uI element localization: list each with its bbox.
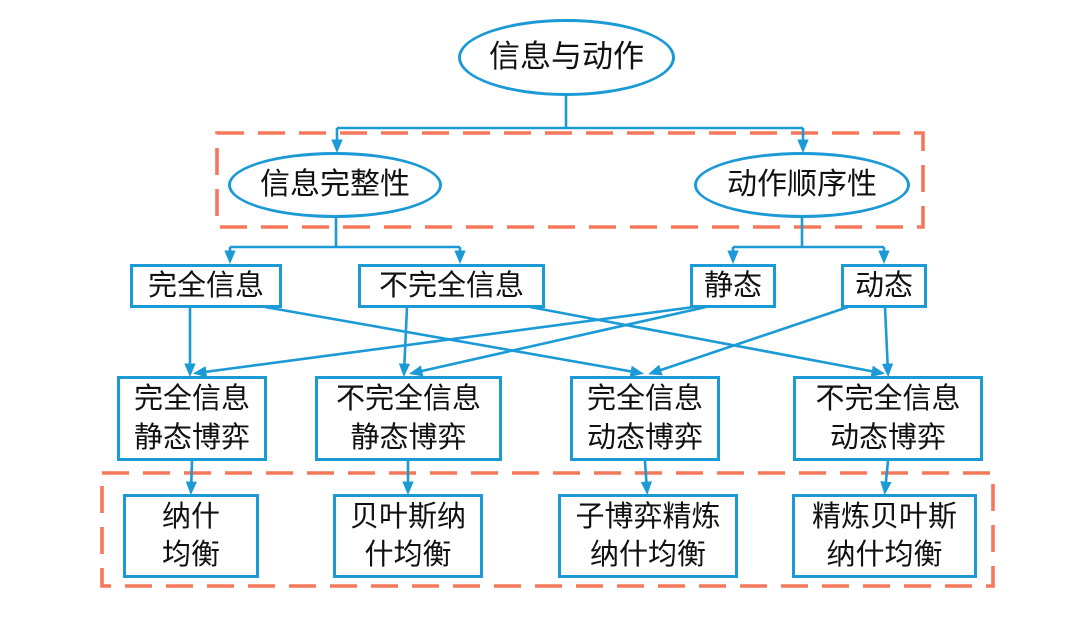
node-bayesian-nash-equilibrium: 贝叶斯纳 什均衡	[333, 494, 483, 578]
node-dynamic: 动态	[841, 264, 927, 308]
node-information-completeness: 信息完整性	[228, 152, 442, 218]
node-incomplete-info-static-game: 不完全信息 静态博弈	[315, 376, 502, 461]
node-complete-information: 完全信息	[130, 264, 282, 308]
node-root-information-and-action: 信息与动作	[458, 19, 675, 96]
node-subgame-perfect-nash-equilibrium: 子博弈精炼 纳什均衡	[558, 494, 738, 578]
node-incomplete-info-dynamic-game: 不完全信息 动态博弈	[793, 376, 983, 461]
node-nash-equilibrium: 纳什 均衡	[123, 494, 259, 578]
node-static: 静态	[690, 264, 776, 308]
equilibrium-group-dashed-box	[100, 471, 995, 588]
node-complete-info-dynamic-game: 完全信息 动态博弈	[570, 376, 720, 461]
node-incomplete-information: 不完全信息	[358, 264, 545, 308]
node-complete-info-static-game: 完全信息 静态博弈	[117, 376, 267, 461]
node-action-order: 动作顺序性	[694, 152, 910, 218]
node-perfect-bayesian-nash-equilibrium: 精炼贝叶斯 纳什均衡	[792, 494, 977, 578]
dimension-group-dashed-box	[215, 131, 925, 229]
